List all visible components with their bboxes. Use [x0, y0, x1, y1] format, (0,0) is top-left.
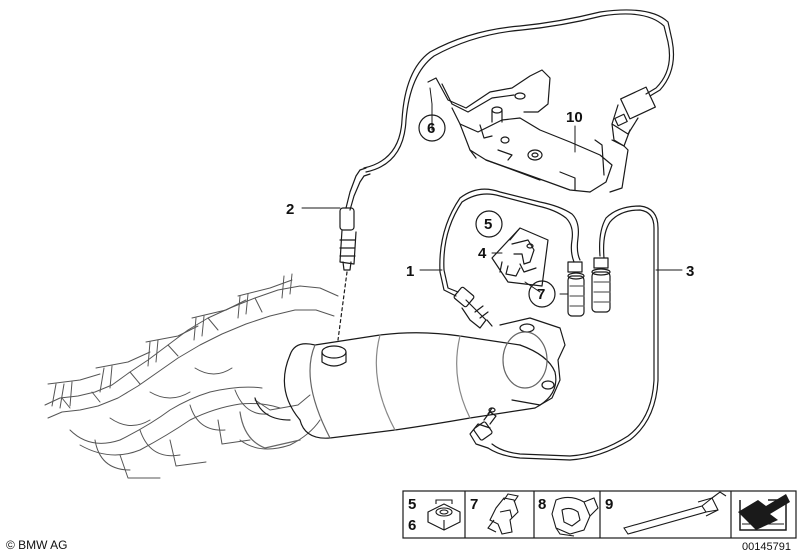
callout-2: 2 [286, 201, 294, 218]
parts-strip-number-9: 9 [605, 496, 613, 513]
arrow-graphic-icon [738, 494, 790, 531]
exhaust-manifold [44, 273, 339, 479]
catalytic-converter [239, 317, 566, 449]
cable-tie-icon [623, 491, 727, 535]
callout-circle-5 [475, 210, 503, 238]
callout-3: 3 [686, 263, 694, 280]
callout-4: 4 [478, 245, 487, 262]
upper-wire-harness [363, 9, 675, 173]
downstream-oxygen-sensor-3 [469, 205, 659, 461]
sensor-holder-clip [491, 227, 549, 287]
parts-strip-number-5: 5 [408, 496, 416, 513]
upstream-oxygen-sensor [337, 167, 371, 341]
downstream-oxygen-sensor-1 [439, 188, 585, 329]
callout-5: 5 [484, 216, 492, 233]
copyright-label: © BMW AG [6, 538, 68, 552]
callout-7: 7 [537, 286, 545, 303]
parts-strip: 5 6 7 8 9 [402, 490, 797, 539]
cable-holder-icon [551, 496, 599, 537]
parts-strip-number-7: 7 [470, 496, 478, 513]
clip-icon [487, 493, 519, 535]
callout-circle-7 [528, 280, 556, 308]
leader-lines [301, 87, 683, 295]
callout-6: 6 [427, 120, 435, 137]
parts-strip-number-8: 8 [538, 496, 546, 513]
callout-circle-6 [418, 114, 446, 142]
nut-icon [427, 499, 461, 531]
callout-10: 10 [566, 109, 583, 126]
document-number: 00145791 [742, 541, 791, 553]
callout-1: 1 [406, 263, 414, 280]
sensor-bracket [427, 69, 629, 193]
parts-strip-number-6: 6 [408, 517, 416, 534]
